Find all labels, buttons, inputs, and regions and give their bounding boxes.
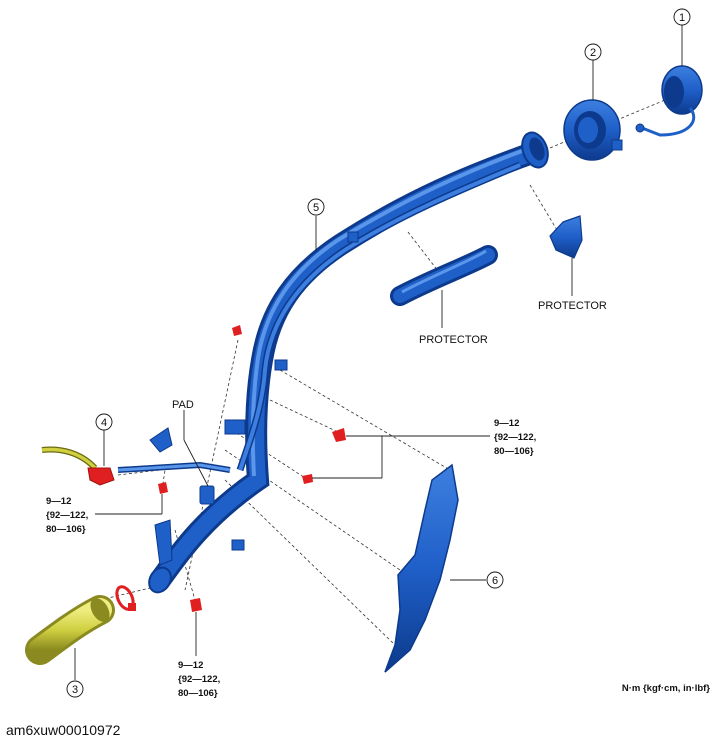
image-id: am6xuw00010972	[6, 722, 121, 738]
filler-pipe-bracket	[117, 427, 231, 566]
callout-2: 2	[584, 43, 602, 61]
callout-6: 6	[486, 571, 504, 589]
svg-text:6: 6	[492, 575, 498, 587]
callout-4: 4	[95, 413, 113, 431]
label-protector-center: PROTECTOR	[419, 334, 488, 346]
svg-text:{92—122,: {92—122,	[46, 510, 88, 521]
heat-shield	[384, 463, 459, 673]
label-protector-right: PROTECTOR	[538, 300, 607, 312]
fuel-cap	[635, 65, 703, 137]
svg-text:9—12: 9—12	[494, 418, 519, 429]
bolt-top	[232, 325, 242, 336]
svg-text:{92—122,: {92—122,	[494, 432, 536, 443]
hose-clamp	[115, 585, 136, 611]
svg-text:1: 1	[679, 12, 685, 24]
callout-1: 1	[673, 8, 691, 26]
torque-spec-left: 9—12 {92—122, 80—106}	[46, 496, 88, 535]
units-note: N·m {kgf·cm, in·lbf}	[622, 683, 710, 694]
filler-hose	[25, 595, 115, 665]
bolt-right-lower	[302, 474, 313, 484]
svg-text:80—106}: 80—106}	[494, 446, 534, 457]
bolt-right-upper	[332, 428, 346, 442]
callout-3: 3	[66, 680, 84, 698]
torque-spec-bottom: 9—12 {92—122, 80—106}	[178, 660, 220, 699]
svg-text:80—106}: 80—106}	[46, 524, 86, 535]
bolt-bottom	[190, 598, 202, 612]
svg-text:2: 2	[590, 47, 596, 59]
bolt-left	[158, 482, 168, 494]
pad	[199, 485, 215, 505]
svg-text:9—12: 9—12	[46, 496, 71, 507]
svg-text:3: 3	[72, 684, 78, 696]
callout-5: 5	[307, 198, 325, 216]
svg-text:4: 4	[101, 417, 107, 429]
filler-neck-ring	[563, 99, 623, 161]
label-pad: PAD	[172, 399, 194, 411]
protector-center	[390, 245, 498, 306]
torque-spec-right: 9—12 {92—122, 80—106}	[494, 418, 536, 457]
fuel-filler-pipe	[148, 131, 549, 594]
breather-hose	[41, 446, 115, 486]
svg-text:5: 5	[313, 202, 319, 214]
protector-right	[549, 215, 583, 259]
bolts	[158, 325, 346, 612]
svg-text:{92—122,: {92—122,	[178, 674, 220, 685]
svg-text:9—12: 9—12	[178, 660, 203, 671]
svg-text:80—106}: 80—106}	[178, 688, 218, 699]
callout-leaders	[74, 25, 683, 680]
